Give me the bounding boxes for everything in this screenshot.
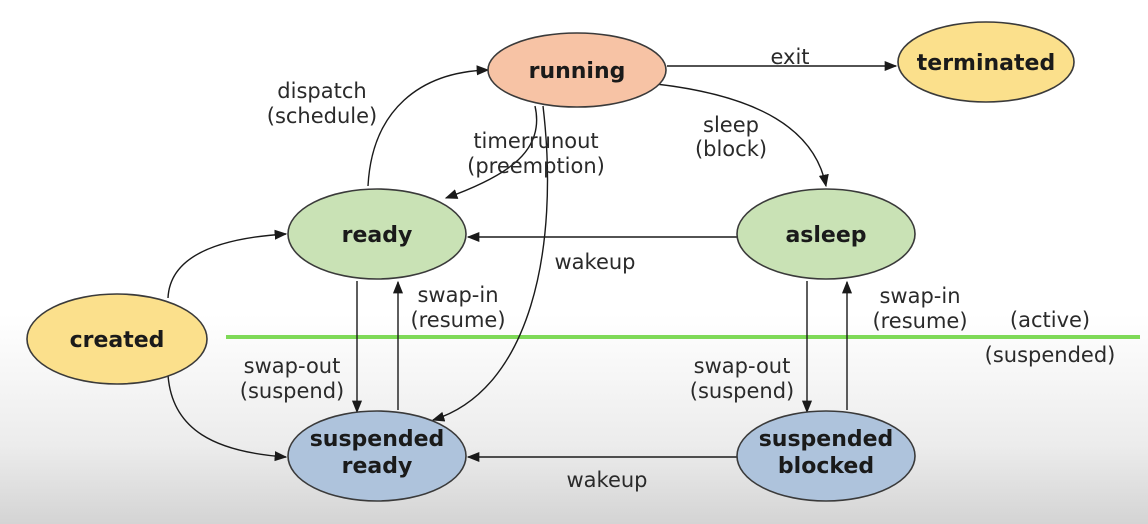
state-created: created	[26, 293, 208, 385]
label-swap-out-right-line2: (suspend)	[690, 379, 794, 403]
state-running: running	[487, 32, 667, 108]
label-swap-in-left-line2: (resume)	[410, 308, 505, 332]
label-sleep-line1: sleep	[703, 113, 759, 137]
state-ready-label: ready	[342, 223, 413, 248]
label-wakeup-suspended: wakeup	[566, 468, 647, 492]
label-swap-out-right-line1: swap-out	[694, 354, 791, 378]
edge-running-to-suspended-ready	[431, 105, 549, 422]
state-running-label: running	[529, 59, 626, 84]
label-dispatch-line1: dispatch	[277, 79, 366, 103]
edge-created-to-suspended-ready	[167, 374, 288, 462]
region-active-label: (active)	[1010, 308, 1090, 332]
state-terminated-label: terminated	[917, 51, 1055, 76]
edge-created-to-ready	[167, 229, 288, 299]
label-dispatch-line2: (schedule)	[267, 104, 378, 128]
edge-dispatch	[367, 65, 490, 187]
label-swap-out-left-line2: (suspend)	[240, 379, 344, 403]
label-swap-in-left-line1: swap-in	[417, 283, 498, 307]
label-exit: exit	[770, 45, 809, 69]
state-suspended-ready: suspended ready	[287, 410, 467, 502]
label-wakeup-active: wakeup	[554, 250, 635, 274]
state-asleep: asleep	[736, 188, 916, 280]
state-suspended-ready-line2: ready	[342, 454, 413, 479]
edge-timerrunout	[444, 105, 538, 199]
label-sleep-line2: (block)	[695, 137, 767, 161]
state-terminated: terminated	[897, 21, 1075, 103]
state-ready: ready	[287, 188, 467, 280]
state-suspended-blocked-line2: blocked	[778, 454, 874, 479]
edge-sleep	[655, 83, 829, 188]
label-timerrunout-line2: (preemption)	[467, 154, 605, 178]
state-suspended-ready-line1: suspended	[310, 427, 445, 452]
state-suspended-blocked: suspended blocked	[736, 410, 916, 502]
label-swap-in-right-line2: (resume)	[872, 309, 967, 333]
state-created-label: created	[70, 328, 165, 353]
state-asleep-label: asleep	[785, 223, 866, 248]
label-swap-out-left-line1: swap-out	[244, 354, 341, 378]
state-suspended-blocked-line1: suspended	[759, 427, 894, 452]
label-swap-in-right-line1: swap-in	[879, 284, 960, 308]
region-suspended-label: (suspended)	[985, 343, 1116, 367]
label-timerrunout-line1: timerrunout	[473, 129, 598, 153]
